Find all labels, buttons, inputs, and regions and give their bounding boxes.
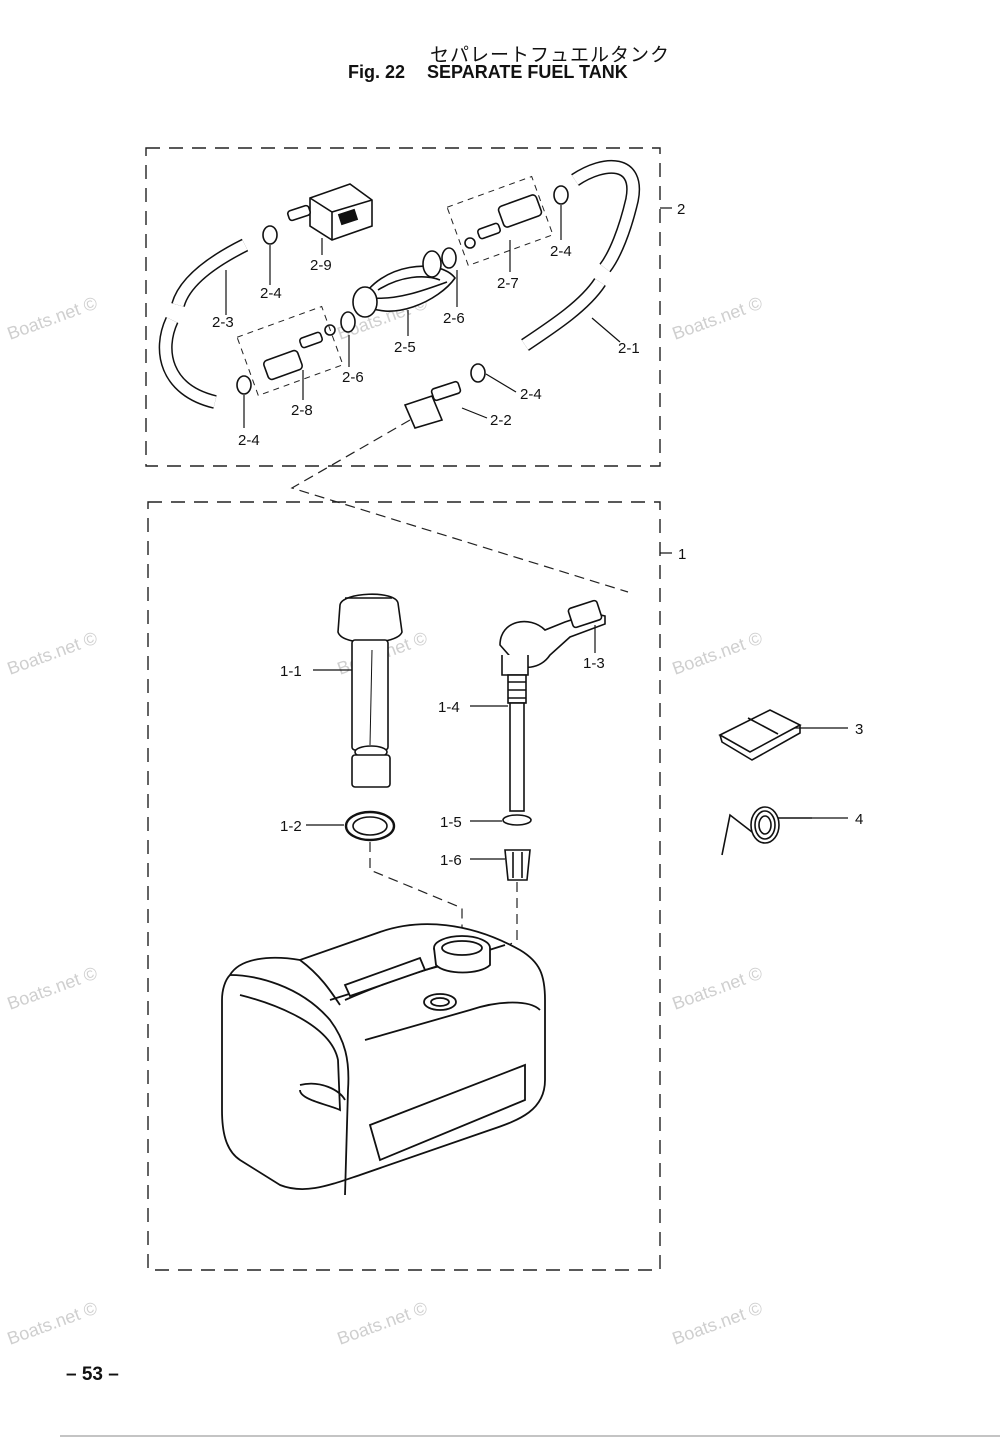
watermark: Boats.net ©: [335, 1298, 430, 1349]
watermark: Boats.net ©: [670, 293, 765, 344]
part-4-spring: [721, 806, 812, 856]
watermark: Boats.net ©: [670, 628, 765, 679]
label-group-1: 1: [678, 546, 686, 563]
connector-2-7: [497, 194, 543, 228]
connector-2-8: [262, 349, 304, 381]
label-3: 3: [855, 721, 863, 738]
check-valve-2-6: [340, 311, 356, 333]
watermark: Boats.net ©: [670, 963, 765, 1014]
figure-title: Fig. 22 SEPARATE FUEL TANK: [348, 62, 688, 83]
label-2-4: 2-4: [238, 432, 260, 449]
label-2-8: 2-8: [291, 402, 313, 419]
label-2-4: 2-4: [260, 285, 282, 302]
hose-assembly-group-box: [145, 147, 661, 467]
callout-labels: 2 1 2-1 2-2 2-3 2-4 2-4 2-4 2-4 2-5 2-6 …: [212, 201, 863, 869]
tank-assembly: [337, 593, 606, 881]
label-2-3: 2-3: [212, 314, 234, 331]
hose-assembly: [158, 160, 641, 429]
label-2-2: 2-2: [490, 412, 512, 429]
fuel-tank: [221, 923, 546, 1196]
tank-assembly-group-box: [147, 501, 661, 1271]
label-1-4: 1-4: [438, 699, 460, 716]
filter-1-6: [504, 849, 531, 881]
clamp-2-4: [553, 185, 569, 205]
label-2-6: 2-6: [342, 369, 364, 386]
pickup-pipe-1-4: [509, 702, 525, 812]
watermark: Boats.net ©: [5, 293, 100, 344]
figure-name: SEPARATE FUEL TANK: [427, 62, 628, 82]
leader-lines: [225, 205, 848, 860]
hose-fitting-2-2: [403, 395, 444, 429]
o-ring-1-5: [502, 814, 532, 826]
label-2-4: 2-4: [520, 386, 542, 403]
label-1-2: 1-2: [280, 818, 302, 835]
label-2-7: 2-7: [497, 275, 519, 292]
label-group-2: 2: [677, 201, 685, 218]
connector-2-9: [309, 183, 373, 241]
figure-number: Fig. 22: [348, 62, 406, 82]
check-valve-2-6: [441, 247, 457, 269]
label-1-3: 1-3: [583, 655, 605, 672]
label-2-4: 2-4: [550, 243, 572, 260]
subassembly-box-2-7: [446, 175, 554, 267]
part-3-pad: [718, 709, 802, 753]
label-4: 4: [855, 811, 863, 828]
watermark: Boats.net ©: [5, 628, 100, 679]
clamp-2-4: [236, 375, 252, 395]
label-2-5: 2-5: [394, 339, 416, 356]
hose-routing-line: [290, 419, 629, 593]
clamp-2-4: [470, 363, 486, 383]
label-2-9: 2-9: [310, 257, 332, 274]
title-japanese: セパレートフュエルタンク: [430, 44, 671, 66]
subassembly-box-2-8: [236, 305, 344, 397]
page-number: – 53 –: [66, 1364, 119, 1385]
watermark: Boats.net ©: [5, 1298, 100, 1349]
label-2-6: 2-6: [443, 310, 465, 327]
watermark: Boats.net ©: [5, 963, 100, 1014]
watermark: Boats.net ©: [670, 1298, 765, 1349]
accessories: [718, 709, 812, 856]
label-1-1: 1-1: [280, 663, 302, 680]
label-1-6: 1-6: [440, 852, 462, 869]
fuel-gauge-1-1: [337, 593, 403, 644]
label-1-5: 1-5: [440, 814, 462, 831]
clamp-2-4: [262, 225, 278, 245]
label-2-1: 2-1: [618, 340, 640, 357]
